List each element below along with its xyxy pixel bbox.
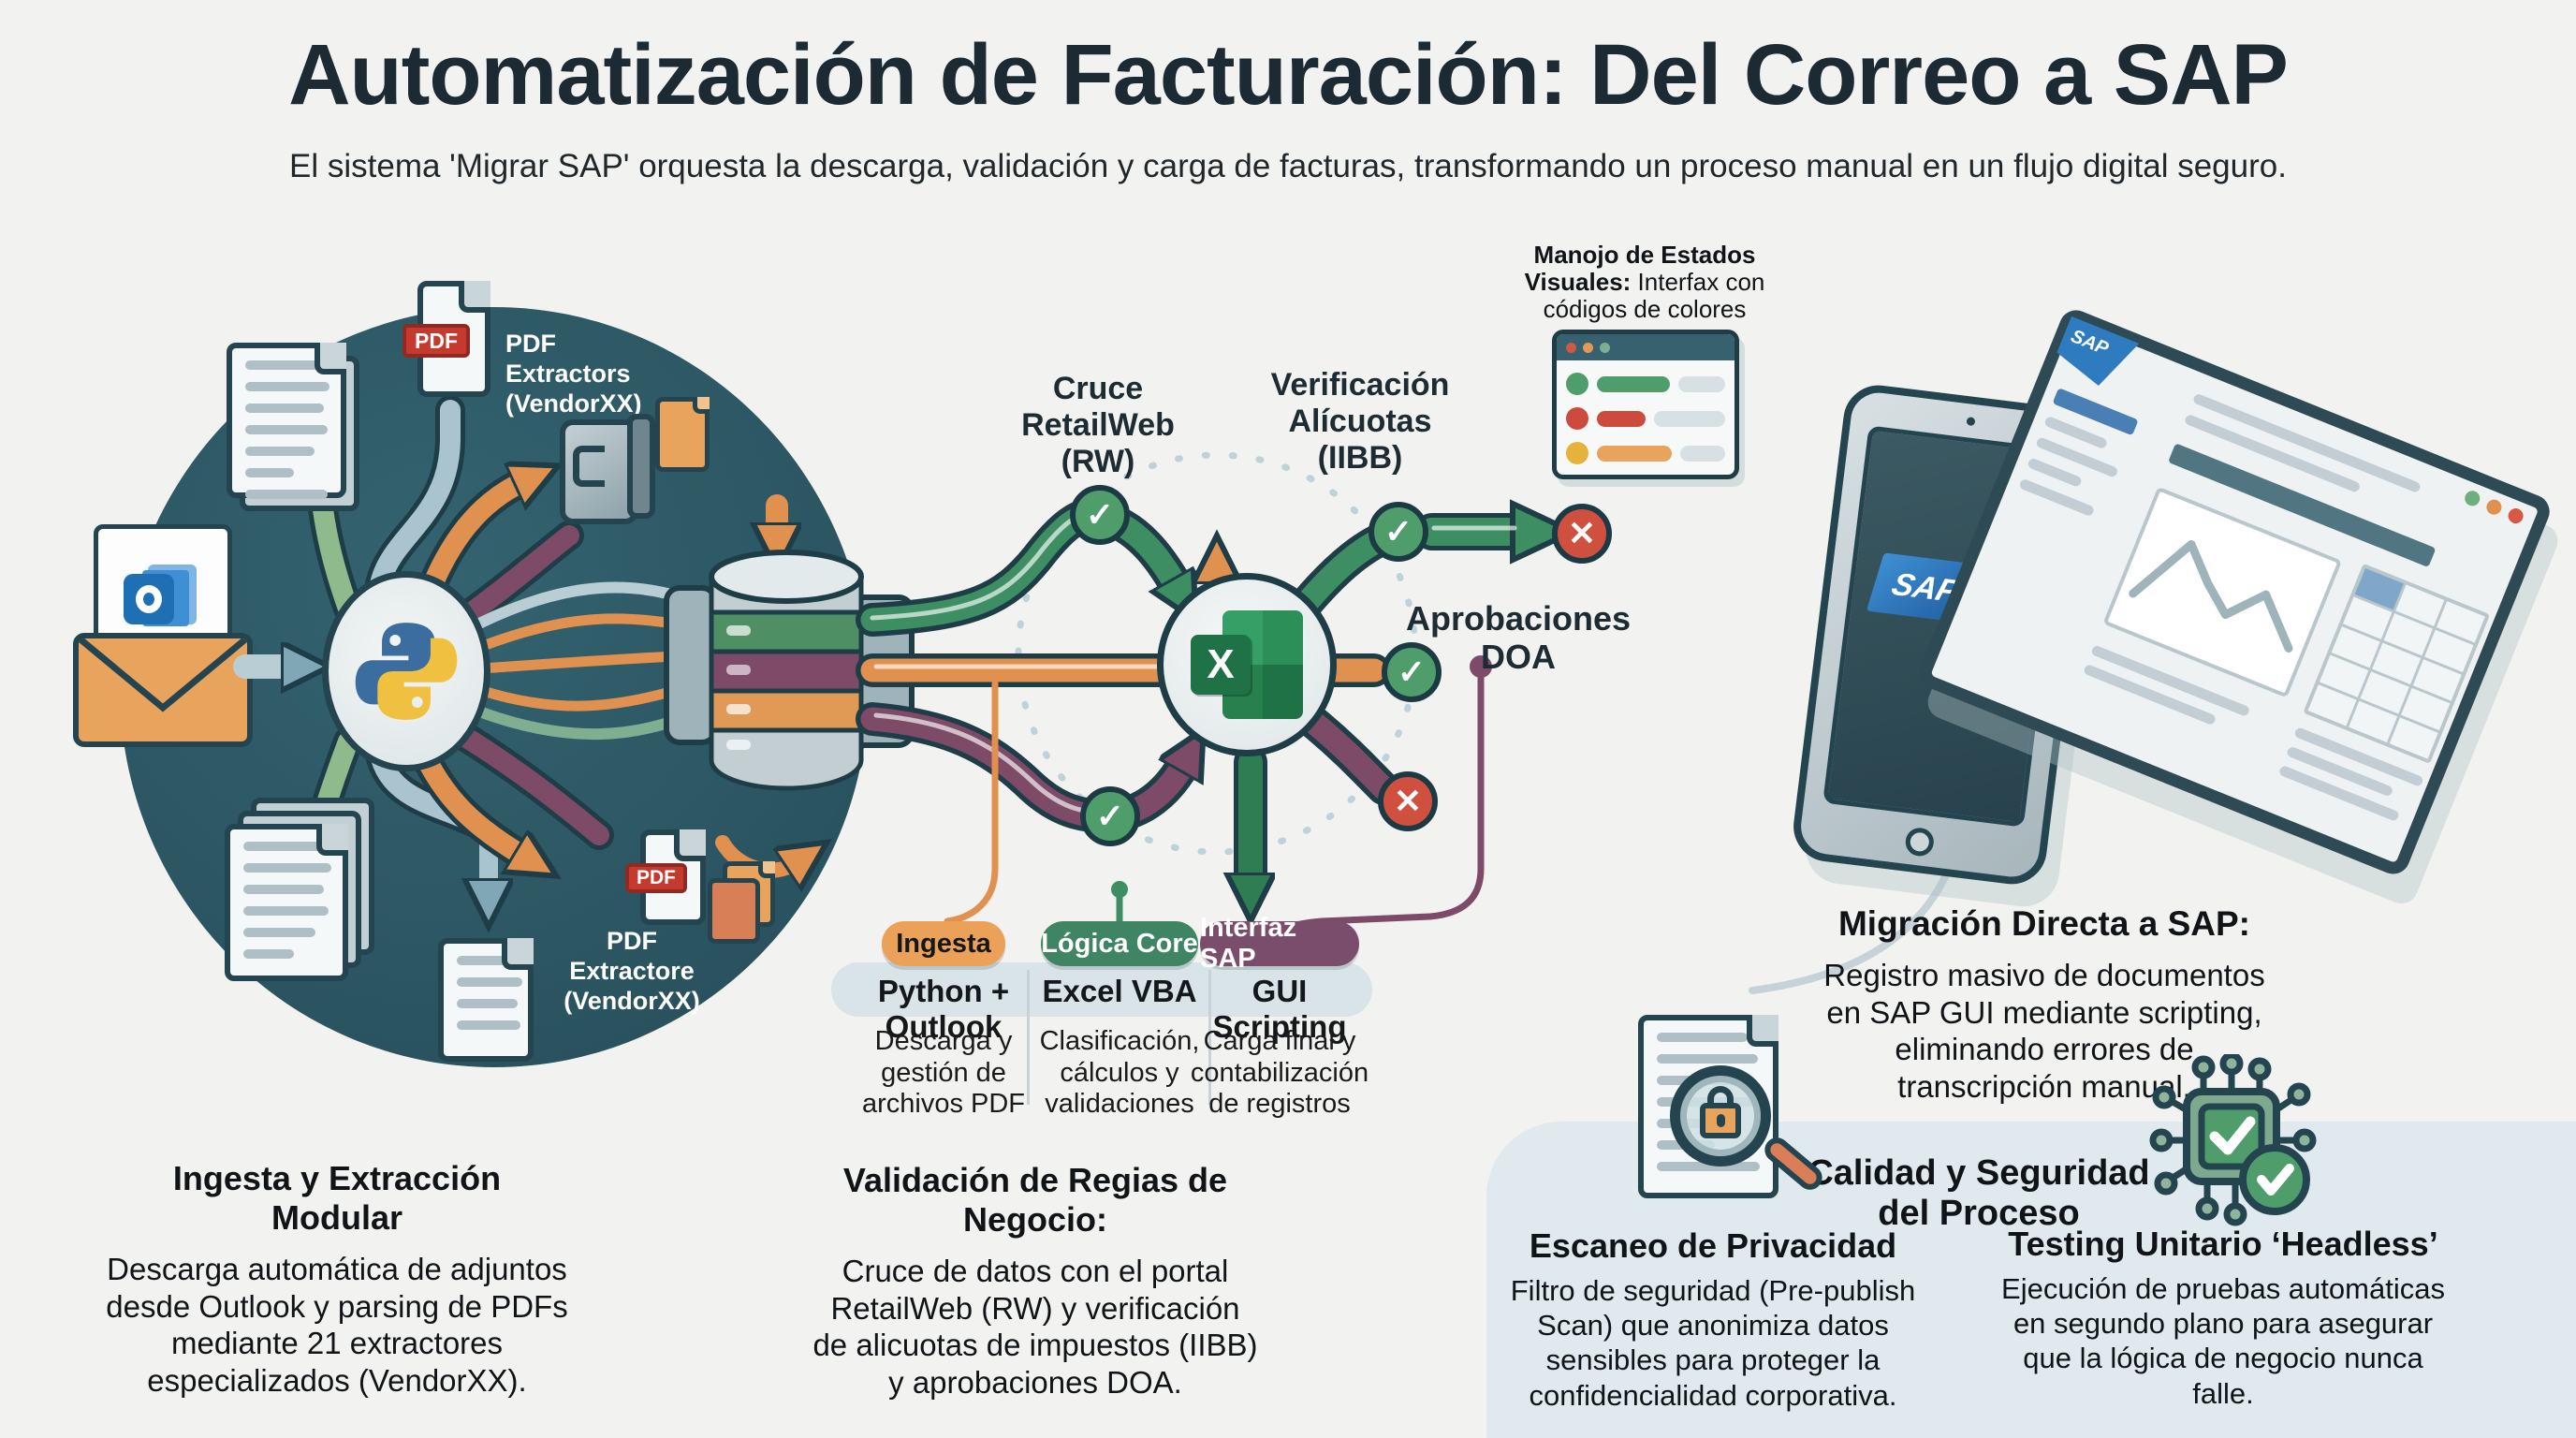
lock-icon bbox=[1700, 1086, 1741, 1140]
window-control-dots bbox=[2462, 488, 2526, 526]
cross-badge: ✕ bbox=[1378, 771, 1438, 831]
note-migracion-body: Registro masivo de documentos en SAP GUI… bbox=[1823, 958, 2265, 1104]
extracted-file-icon bbox=[655, 397, 710, 472]
note-migracion-title: Migración Directa a SAP: bbox=[1837, 904, 2250, 943]
quality-header: Calidad y Seguridad del Proceso bbox=[1808, 1153, 2150, 1233]
page-title: Automatización de Facturación: Del Corre… bbox=[288, 27, 2289, 123]
note-escaneo-body: Filtro de seguridad (Pre-publish Scan) q… bbox=[1510, 1274, 1916, 1412]
pill-ingesta: Ingesta bbox=[882, 921, 1005, 966]
pdf-extractors-bottom-label: PDF Extractore (VendorXX) bbox=[564, 927, 700, 1015]
check-badge: ✓ bbox=[1368, 502, 1428, 562]
check-badge: ✓ bbox=[1070, 485, 1130, 545]
tech-python-outlook: Python + Outlook bbox=[877, 974, 1010, 1044]
desc-ingesta: Descarga y gestión de archivos PDF bbox=[861, 1026, 1026, 1120]
pill-interfaz-sap: Interfaz SAP bbox=[1200, 913, 1359, 974]
desc-logica: Clasificación, cálculos y validaciones bbox=[1039, 1026, 1200, 1120]
pdf-extractor-machine-icon bbox=[560, 414, 655, 530]
check-badge: ✓ bbox=[1080, 786, 1140, 846]
note-escaneo-title: Escaneo de Privacidad bbox=[1529, 1226, 1897, 1265]
note-testing-title: Testing Unitario ‘Headless’ bbox=[2008, 1225, 2438, 1263]
note-ingesta-body: Descarga automática de adjuntos desde Ou… bbox=[106, 1252, 568, 1398]
note-testing: Testing Unitario ‘Headless’ Ejecución de… bbox=[1994, 1225, 2452, 1411]
column-divider bbox=[1027, 970, 1030, 1105]
aprobaciones-doa-label: Aprobaciones DOA bbox=[1405, 599, 1632, 677]
note-validacion-title: Validación de Regias de Negocio: bbox=[842, 1161, 1228, 1239]
excel-icon: X bbox=[1191, 610, 1303, 719]
note-validacion-body: Cruce de datos con el portal RetailWeb (… bbox=[812, 1254, 1258, 1400]
status-row bbox=[1557, 373, 1734, 395]
pdf-extractors-top-label: PDF Extractors (VendorXX) bbox=[505, 330, 642, 418]
tech-excel-vba: Excel VBA bbox=[1042, 974, 1197, 1008]
python-node bbox=[322, 571, 490, 771]
output-document-icon bbox=[438, 938, 534, 1062]
check-badge: ✓ bbox=[1382, 642, 1442, 702]
note-ingesta-title: Ingesta y Extracción Modular bbox=[172, 1159, 502, 1237]
magnifier-icon bbox=[1670, 1065, 1771, 1167]
pdf-badge: PDF bbox=[402, 324, 470, 358]
status-row bbox=[1557, 442, 1734, 464]
sap-gui-window: SAP bbox=[1914, 305, 2555, 879]
verificacion-alicuotas-label: Verificación Alícuotas (IIBB) bbox=[1270, 367, 1450, 477]
sap-chart-placeholder bbox=[2102, 486, 2343, 698]
panel-titlebar bbox=[1557, 334, 1734, 360]
column-divider bbox=[1208, 970, 1211, 1105]
sap-logo: SAP bbox=[2051, 316, 2139, 394]
document-stack-icon bbox=[227, 343, 346, 499]
home-button bbox=[1904, 826, 1936, 858]
note-ingesta: Ingesta y Extracción Modular Descarga au… bbox=[103, 1159, 571, 1399]
excel-hub-node: X bbox=[1157, 573, 1337, 756]
document-stack-bottom-icon bbox=[225, 824, 348, 981]
estados-visuales-label: Manojo de Estados Visuales: Interfax con… bbox=[1524, 241, 1765, 324]
outlook-icon bbox=[124, 561, 202, 639]
status-colors-panel bbox=[1552, 330, 1739, 479]
columns-band bbox=[831, 962, 1372, 1017]
tech-gui-scripting: GUI Scripting bbox=[1212, 974, 1347, 1044]
privacy-scan-icon bbox=[1631, 1009, 1832, 1211]
sap-table-placeholder bbox=[2303, 563, 2491, 764]
email-envelope-icon bbox=[73, 517, 253, 749]
pdf-badge: PDF bbox=[625, 863, 687, 893]
status-row bbox=[1557, 407, 1734, 430]
cruce-retailweb-label: Cruce RetailWeb (RW) bbox=[1021, 371, 1175, 480]
note-testing-body: Ejecución de pruebas automáticas en segu… bbox=[2001, 1272, 2445, 1410]
desc-interfaz: Carga final y contabilización de registr… bbox=[1190, 1026, 1369, 1120]
unit-testing-chip-icon bbox=[2149, 1051, 2327, 1232]
note-escaneo: Escaneo de Privacidad Filtro de segurida… bbox=[1498, 1226, 1928, 1413]
python-icon bbox=[355, 623, 458, 720]
extracted-file-icon bbox=[708, 878, 760, 944]
page-subtitle: El sistema 'Migrar SAP' orquesta la desc… bbox=[289, 148, 2287, 184]
pill-logica-core: Lógica Core bbox=[1041, 921, 1198, 966]
cross-badge: ✕ bbox=[1552, 504, 1612, 564]
note-validacion: Validación de Regias de Negocio: Cruce d… bbox=[811, 1161, 1260, 1401]
